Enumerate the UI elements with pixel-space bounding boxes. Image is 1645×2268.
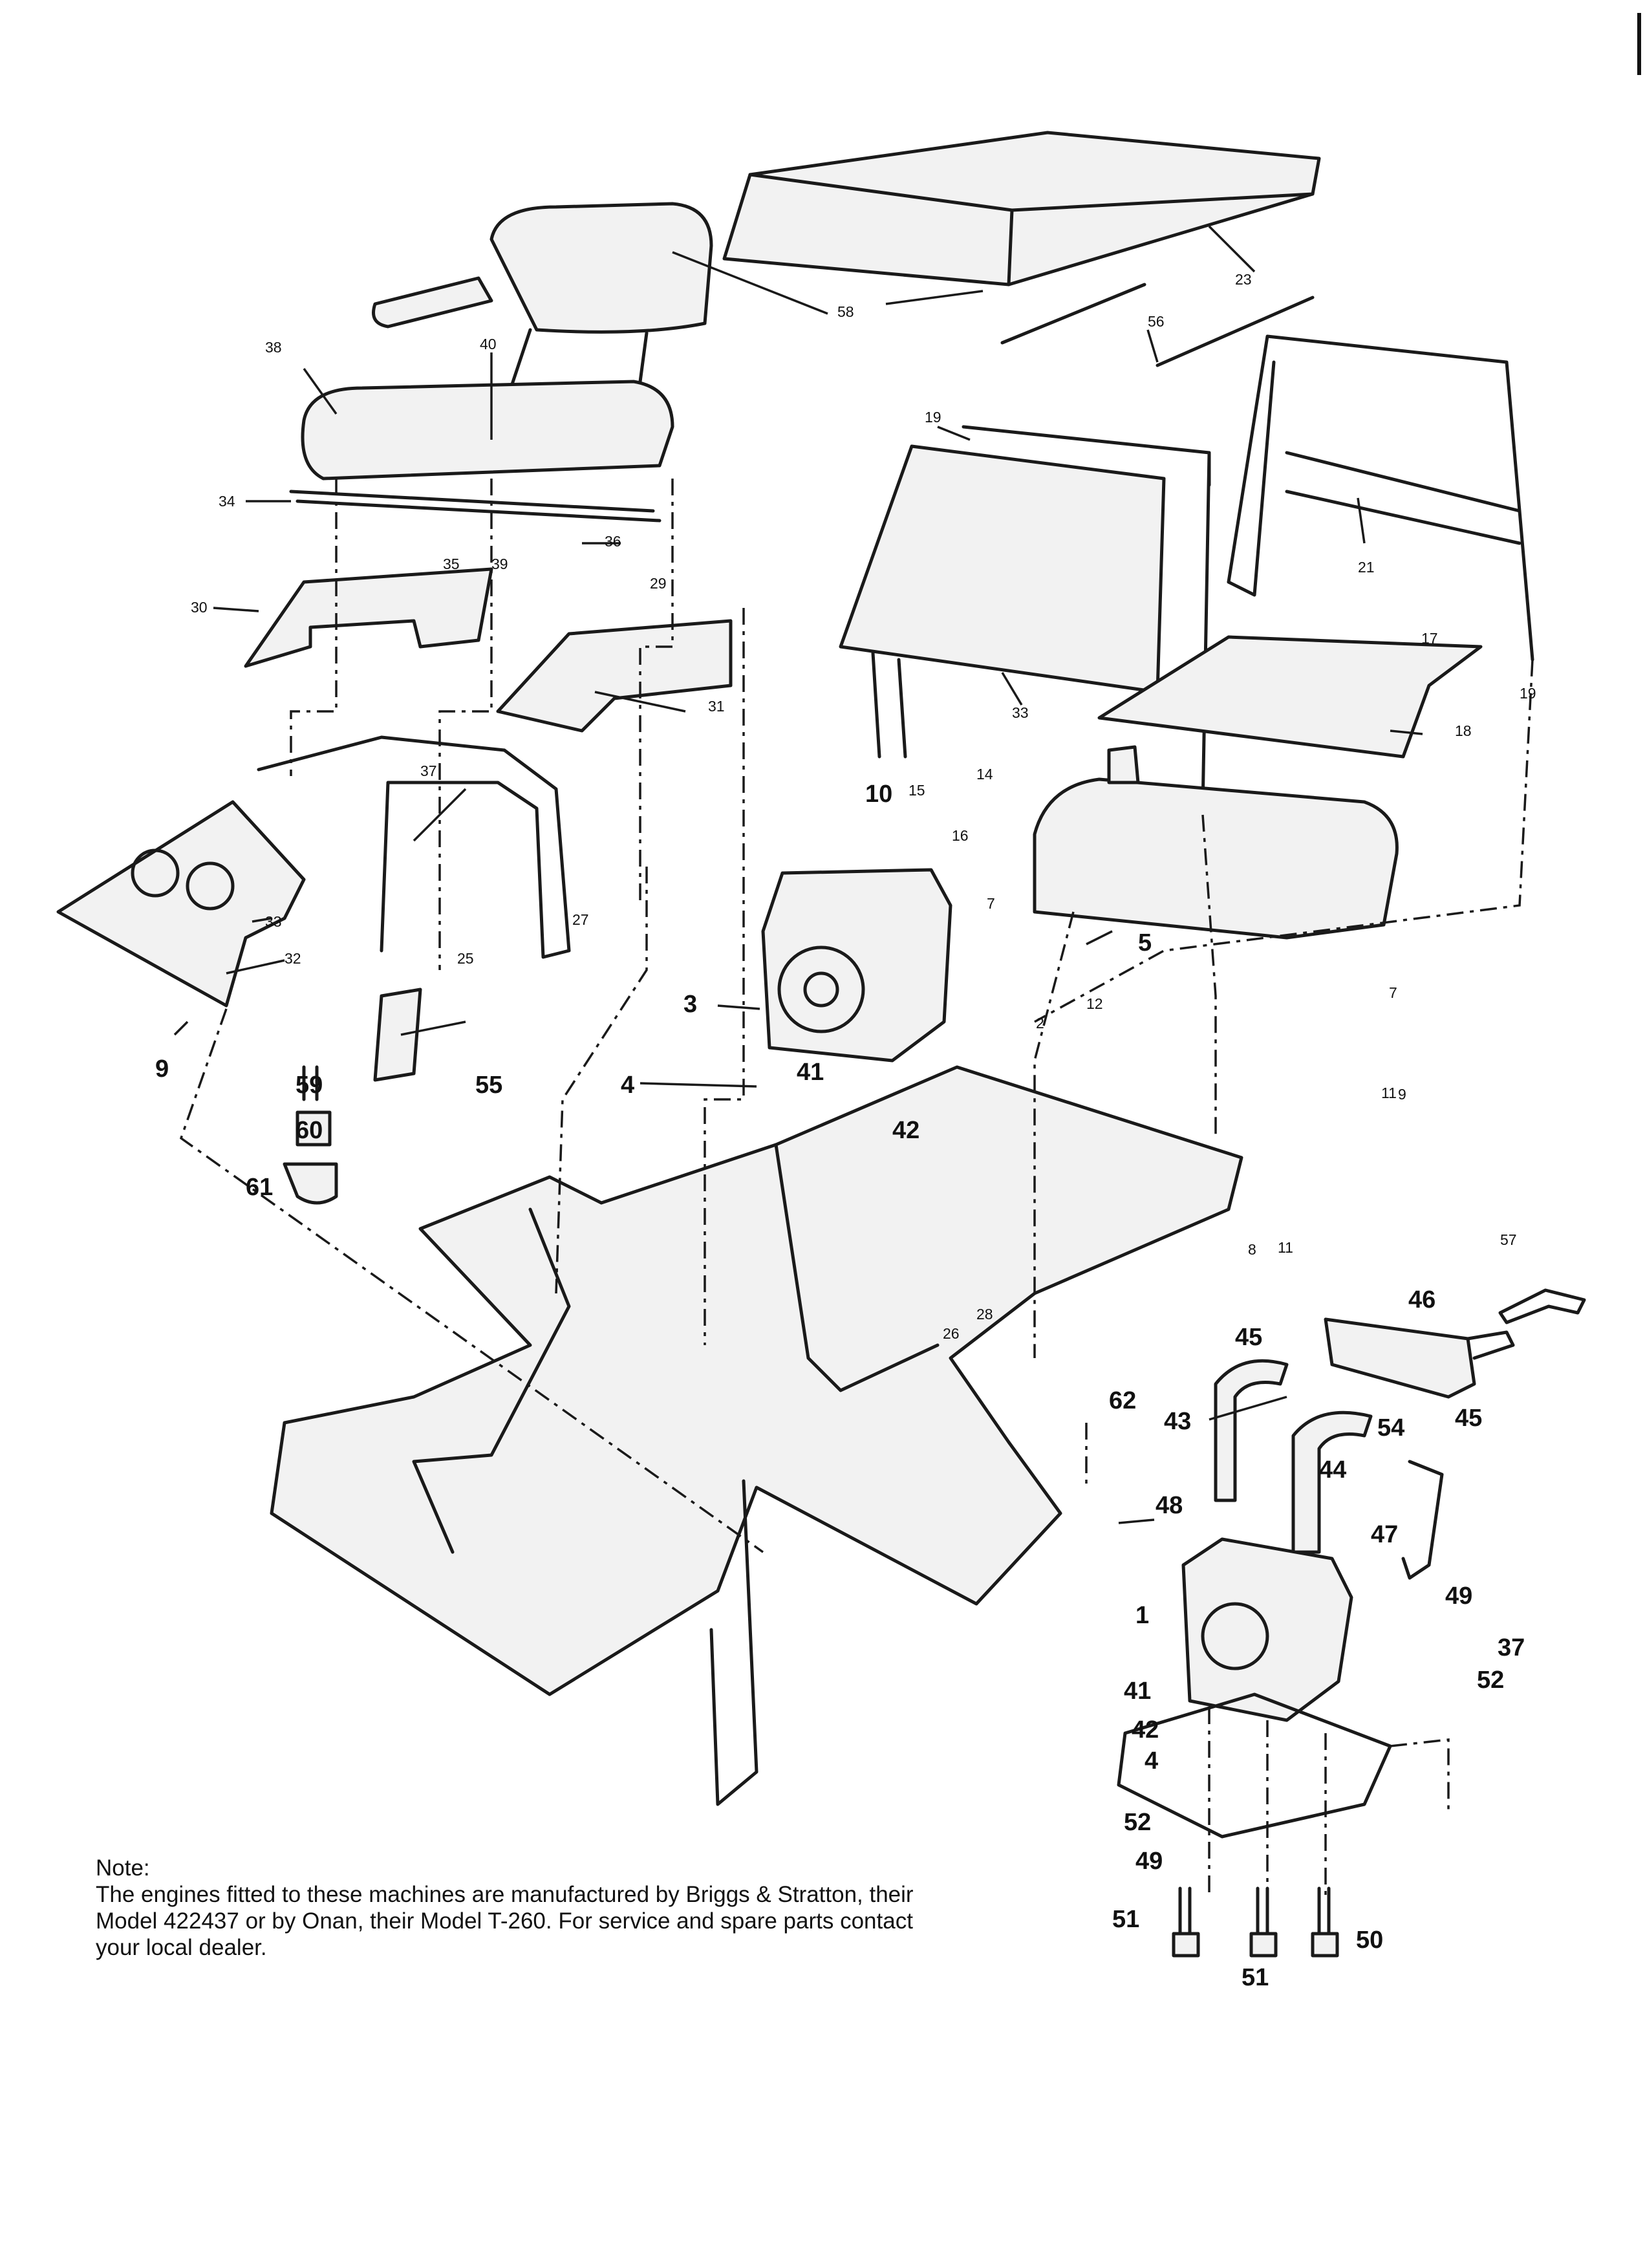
callout-39: 39 <box>491 556 508 572</box>
callout-35: 35 <box>443 556 460 572</box>
callout-61: 61 <box>246 1174 273 1201</box>
callout-51: 51 <box>1242 1964 1269 1991</box>
callout-57: 57 <box>1500 1231 1517 1248</box>
page-edge-mark <box>1637 13 1641 75</box>
callout-36: 36 <box>605 533 621 550</box>
callout-4: 4 <box>1145 1747 1158 1775</box>
callout-8: 8 <box>1248 1241 1256 1258</box>
callout-27: 27 <box>572 911 589 928</box>
gearbox-part <box>1117 1537 1392 1839</box>
callout-31: 31 <box>708 698 725 715</box>
callout-23: 23 <box>1235 271 1252 288</box>
callout-1: 1 <box>1135 1602 1149 1629</box>
callout-14: 14 <box>976 766 993 783</box>
callout-7: 7 <box>987 895 995 912</box>
callout-38: 38 <box>265 339 282 356</box>
callout-37: 37 <box>420 762 437 779</box>
callout-42: 42 <box>1132 1716 1159 1744</box>
callout-46: 46 <box>1408 1286 1435 1313</box>
callout-41: 41 <box>797 1059 824 1086</box>
callout-33: 33 <box>265 913 282 930</box>
callout-40: 40 <box>480 336 497 352</box>
callout-21: 21 <box>1358 559 1375 576</box>
callout-15: 15 <box>909 782 925 799</box>
roll-bar-part <box>1227 334 1534 662</box>
engine-note: Note: The engines fitted to these machin… <box>96 1855 1079 1961</box>
callout-7: 7 <box>1389 984 1397 1001</box>
callout-4: 4 <box>621 1072 634 1099</box>
callout-9: 9 <box>155 1055 169 1083</box>
dash-panel-part <box>56 735 571 1008</box>
callout-59: 59 <box>296 1072 323 1099</box>
callout-47: 47 <box>1371 1521 1398 1548</box>
callout-48: 48 <box>1156 1492 1183 1519</box>
callout-30: 30 <box>191 599 208 616</box>
callout-34: 34 <box>219 493 235 510</box>
callout-10: 10 <box>865 781 892 808</box>
engine-part <box>761 868 952 1063</box>
callout-50: 50 <box>1356 1927 1383 1954</box>
callout-44: 44 <box>1319 1456 1346 1484</box>
callout-62: 62 <box>1109 1387 1136 1414</box>
callout-11: 11 <box>1278 1239 1293 1256</box>
assembly-lines <box>179 479 1534 1895</box>
callout-52: 52 <box>1124 1809 1151 1836</box>
note-heading: Note: <box>96 1855 150 1881</box>
callout-19: 19 <box>925 409 941 426</box>
muffler-part <box>1214 1317 1515 1554</box>
callout-25: 25 <box>457 950 474 967</box>
rear-panel-part <box>839 425 1211 810</box>
callout-19: 19 <box>1520 685 1536 702</box>
solenoid-part <box>283 988 422 1205</box>
callout-26: 26 <box>943 1325 960 1342</box>
top-cover-part <box>722 131 1321 286</box>
callout-12: 12 <box>1086 995 1103 1012</box>
note-line: Model 422437 or by Onan, their Model T-2… <box>96 1908 913 1934</box>
callout-18: 18 <box>1455 722 1472 739</box>
callout-33: 33 <box>1012 704 1029 721</box>
note-line: your local dealer. <box>96 1935 267 1960</box>
callout-49: 49 <box>1445 1582 1472 1610</box>
callout-56: 56 <box>1148 313 1165 330</box>
callout-3: 3 <box>683 991 697 1018</box>
callout-29: 29 <box>650 575 667 592</box>
rods-part <box>1000 283 1315 367</box>
callout-16: 16 <box>952 827 969 844</box>
callout-11: 11 <box>1381 1085 1397 1101</box>
callout-5: 5 <box>1138 929 1152 956</box>
callout-60: 60 <box>296 1117 323 1144</box>
callout-37: 37 <box>1498 1634 1525 1661</box>
callout-54: 54 <box>1377 1414 1404 1442</box>
callout-42: 42 <box>892 1117 919 1144</box>
callout-17: 17 <box>1421 630 1438 647</box>
note-line: The engines fitted to these machines are… <box>96 1882 914 1907</box>
callout-32: 32 <box>285 950 301 967</box>
callout-45: 45 <box>1235 1324 1262 1351</box>
leader-lines <box>173 225 1423 1524</box>
seat-brackets-part <box>244 567 733 733</box>
callout-55: 55 <box>475 1072 502 1099</box>
seat-part <box>289 202 713 523</box>
callout-43: 43 <box>1164 1408 1191 1435</box>
deck-shelf-part <box>1097 635 1483 759</box>
callout-9: 9 <box>1398 1086 1406 1103</box>
chassis-part <box>270 1065 1243 1806</box>
callout-2: 2 <box>1036 1015 1044 1031</box>
handle-part <box>1498 1288 1586 1324</box>
callout-49: 49 <box>1135 1848 1163 1875</box>
callout-28: 28 <box>976 1306 993 1323</box>
callout-58: 58 <box>837 303 854 320</box>
fuel-tank-part <box>1033 745 1399 940</box>
callout-51: 51 <box>1112 1906 1139 1933</box>
callout-41: 41 <box>1124 1678 1151 1705</box>
bolts-part <box>1172 1886 1339 1958</box>
bracket-part <box>1401 1460 1444 1580</box>
callout-52: 52 <box>1477 1667 1504 1694</box>
callout-45: 45 <box>1455 1405 1482 1432</box>
